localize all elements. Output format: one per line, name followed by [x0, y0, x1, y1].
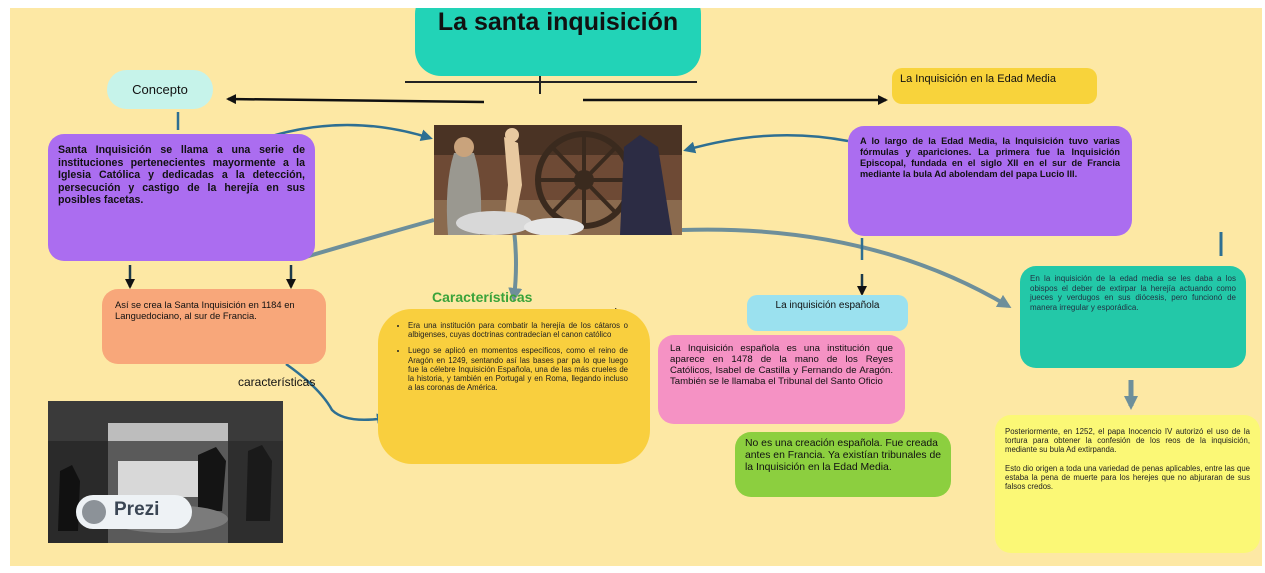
posterior-box: Posteriormente, en 1252, el papa Inocenc… — [995, 415, 1260, 553]
edad-media-label-box: La Inquisición en la Edad Media — [892, 68, 1097, 104]
caracteristicas-box: Era una institución para combatir la her… — [378, 309, 650, 464]
arrow-to-concepto — [226, 94, 485, 105]
inquisicion-espanola-label-box: La inquisición española — [747, 295, 908, 331]
edad-media-text-box: A lo largo de la Edad Media, la Inquisic… — [848, 126, 1132, 236]
edad-media-text: A lo largo de la Edad Media, la Inquisic… — [860, 136, 1120, 179]
creation-box: Así se crea la Santa Inquisición en 1184… — [102, 289, 326, 364]
arrow-creation-to-caract — [285, 362, 389, 426]
edad-media-label: La Inquisición en la Edad Media — [900, 73, 1056, 85]
inquisicion-espanola-text-box: La Inquisición española es una instituci… — [658, 335, 905, 424]
arrow-edad-to-photo — [683, 133, 849, 154]
list-item: Era una institución para combatir la her… — [408, 321, 628, 339]
concepto-label-box: Concepto — [107, 70, 213, 109]
torture-painting-illustration — [434, 125, 682, 235]
inquisition-torture-image — [434, 125, 682, 235]
connector-layer — [125, 74, 1223, 426]
posterior-paragraph: Posteriormente, en 1252, el papa Inocenc… — [1005, 427, 1250, 455]
concept-map-canvas: La santa inquisición Concepto La Inquisi… — [10, 8, 1262, 566]
caracteristicas-label: características — [238, 375, 316, 389]
posterior-paragraph: Esto dio origen a toda una variedad de p… — [1005, 463, 1250, 492]
arrow-concepto-to-photo — [271, 123, 433, 142]
page-title: La santa inquisición — [437, 8, 679, 36]
caracteristicas-list: Era una institución para combatir la her… — [398, 321, 628, 392]
title-box: La santa inquisición — [415, 8, 701, 76]
edad-media-detail-box: En la inquisición de la edad media se le… — [1020, 266, 1246, 368]
prezi-logo-icon — [82, 500, 106, 524]
inquisicion-espanola-text: La Inquisición española es una instituci… — [670, 343, 893, 387]
concepto-text-box: Santa Inquisición se llama a una serie d… — [48, 134, 315, 261]
edad-media-detail-text: En la inquisición de la edad media se le… — [1030, 274, 1236, 312]
creation-text: Así se crea la Santa Inquisición en 1184… — [115, 299, 295, 321]
concepto-text: Santa Inquisición se llama a una serie d… — [58, 144, 305, 207]
prezi-wordmark: Prezi — [114, 499, 160, 520]
no-espanola-box: No es una creación española. Fue creada … — [735, 432, 951, 497]
concepto-label: Concepto — [132, 82, 188, 97]
prezi-embedded-photo[interactable]: Prezi — [48, 401, 283, 543]
caracteristicas-heading: Características — [432, 289, 533, 305]
inquisicion-espanola-label: La inquisición española — [775, 300, 880, 311]
arrow-photo-to-teal-box — [681, 227, 1012, 309]
arrow-photo-to-caracteristicas — [508, 229, 523, 302]
connector-purple-to-photo — [301, 218, 435, 260]
prezi-watermark[interactable]: Prezi — [76, 495, 192, 529]
no-espanola-text: No es una creación española. Fue creada … — [745, 438, 942, 473]
list-item: Luego se aplicó en momentos específicos,… — [408, 346, 628, 392]
